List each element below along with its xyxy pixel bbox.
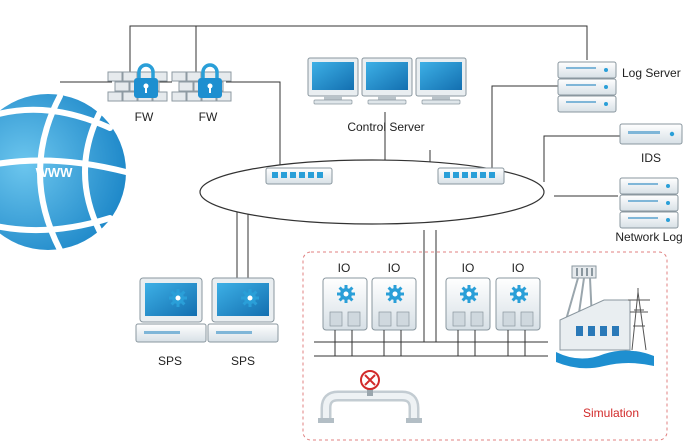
- pipe-valve-icon: [318, 370, 422, 423]
- io-module-icon: [322, 277, 368, 331]
- server-unit-icon: [619, 123, 683, 145]
- io-module-icon: [495, 277, 541, 331]
- ids-label: IDS: [641, 151, 661, 165]
- power-plant-icon: [556, 265, 654, 369]
- io-label: IO: [388, 261, 401, 275]
- io-label: IO: [462, 261, 475, 275]
- log-server-label: Log Server: [622, 66, 681, 80]
- connection-lines: [60, 25, 620, 342]
- monitor-icon: [415, 57, 467, 105]
- server-rack-icon: [619, 177, 679, 229]
- sps-label: SPS: [158, 354, 182, 368]
- monitor-icon: [307, 57, 359, 105]
- io-label: IO: [338, 261, 351, 275]
- firewall-lock-icon: [171, 63, 232, 102]
- workstation-gear-icon: [207, 277, 279, 343]
- io-module-icon: [371, 277, 417, 331]
- network-switch-icon: [265, 167, 333, 185]
- network-log-label: Network Log: [615, 230, 682, 244]
- simulation-zone: [302, 251, 668, 441]
- sps-label: SPS: [231, 354, 255, 368]
- firewall-label: FW: [135, 110, 154, 124]
- firewall-label: FW: [199, 110, 218, 124]
- server-rack-icon: [557, 61, 617, 113]
- io-label: IO: [512, 261, 525, 275]
- field-bus: [314, 330, 548, 357]
- firewall-lock-icon: [107, 63, 168, 102]
- control-server-label: Control Server: [347, 120, 424, 134]
- network-switch-icon: [437, 167, 505, 185]
- simulation-label: Simulation: [583, 406, 639, 420]
- globe-icon: [0, 93, 129, 253]
- workstation-gear-icon: [135, 277, 207, 343]
- monitor-icon: [361, 57, 413, 105]
- io-module-icon: [445, 277, 491, 331]
- internet-label: WWW: [36, 165, 74, 180]
